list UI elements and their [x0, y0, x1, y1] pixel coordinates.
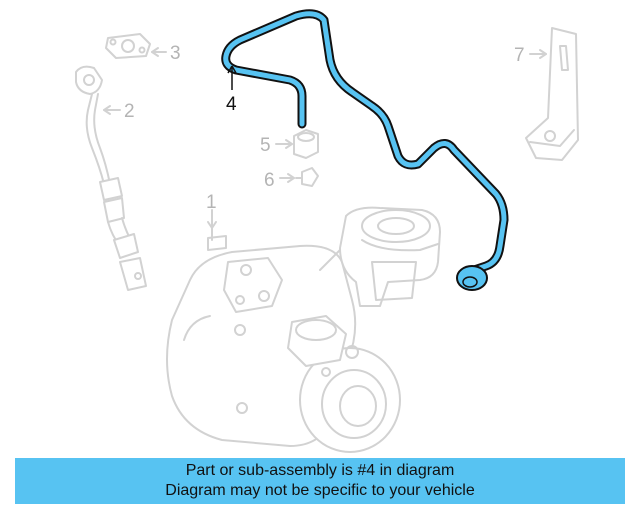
- part-2-oil-line: [75, 65, 147, 291]
- callout-4-arrow: [227, 65, 237, 90]
- caption-line-part: Part or sub-assembly is #4 in diagram: [185, 462, 455, 479]
- callout-5: 5: [260, 135, 271, 156]
- part-6-fitting: [295, 167, 319, 187]
- callout-1-arrow: [207, 209, 217, 229]
- callout-2-arrow: [103, 105, 121, 115]
- part-4-vacuum-line: [221, 9, 509, 291]
- caption-line-disclaimer: Diagram may not be specific to your vehi…: [165, 482, 475, 499]
- callout-6: 6: [264, 170, 275, 191]
- callout-3: 3: [170, 43, 181, 64]
- parts-diagram: 3 2 7 5: [75, 9, 579, 453]
- callout-4: 4: [226, 94, 237, 115]
- part-7-bracket: [525, 27, 579, 161]
- part-5-nut: [293, 129, 319, 159]
- callout-1: 1: [206, 192, 217, 213]
- callout-6-arrow: [279, 173, 295, 183]
- callout-7-arrow: [529, 49, 547, 59]
- part-3-gasket: [105, 33, 151, 59]
- callout-5-arrow: [275, 139, 293, 149]
- caption-bar: Part or sub-assembly is #4 in diagram Di…: [15, 458, 625, 504]
- callout-3-arrow: [151, 47, 167, 57]
- part-1-turbocharger: [166, 206, 441, 453]
- callout-7: 7: [514, 45, 525, 66]
- callout-2: 2: [124, 101, 135, 122]
